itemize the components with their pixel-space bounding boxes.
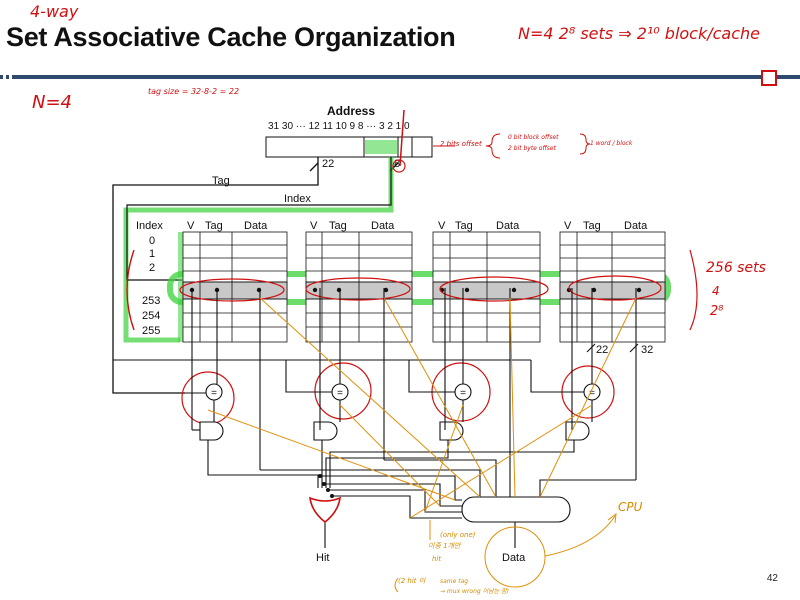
annotation-korean-5: → mux wrong 이남는 함) bbox=[440, 588, 509, 595]
annotation-4way: 4-way bbox=[30, 2, 79, 21]
way-2-table bbox=[305, 231, 413, 343]
svg-text:=: = bbox=[460, 388, 466, 399]
way3-col-tag: Tag bbox=[455, 220, 473, 232]
annotation-2-8: 2⁸ bbox=[710, 304, 724, 319]
way-3-table bbox=[432, 231, 541, 343]
index-width-label: 8 bbox=[394, 158, 401, 170]
page-number: 42 bbox=[766, 573, 778, 584]
annotation-256-sets: 256 sets bbox=[706, 260, 766, 276]
index-row-0: 0 bbox=[149, 235, 156, 247]
annotation-tag-size: tag size = 32-8-2 = 22 bbox=[148, 87, 240, 96]
way3-col-data: Data bbox=[496, 220, 520, 232]
tag-width-22: 22 bbox=[596, 344, 609, 356]
index-row-254: 254 bbox=[142, 310, 161, 322]
index-row-1: 1 bbox=[149, 248, 156, 260]
annotation-4: 4 bbox=[712, 284, 720, 298]
annotation-offset-detail-1: 0 bit block offset bbox=[508, 134, 559, 141]
address-bits: 31 30 ··· 12 11 10 9 8 ··· 3 2 1 0 bbox=[268, 121, 410, 132]
tag-field-label: tag bbox=[311, 142, 325, 151]
annotation-korean-2: hit bbox=[432, 555, 442, 563]
annotation-offset-detail-2: 2 bit byte offset bbox=[508, 145, 556, 152]
way1-col-tag: Tag bbox=[205, 220, 223, 232]
way-1-selected-row bbox=[182, 281, 288, 300]
way-4-selected-row bbox=[559, 281, 666, 300]
annotation-offset: 2 bits offset bbox=[440, 140, 482, 148]
tag-line-label: Tag bbox=[212, 175, 230, 187]
way1-col-v: V bbox=[187, 220, 195, 232]
index-row-253: 253 bbox=[142, 295, 161, 307]
way1-col-data: Data bbox=[244, 220, 268, 232]
way-3-selected-row bbox=[432, 281, 541, 300]
annotation-korean-4: same tag bbox=[440, 578, 469, 585]
way2-col-v: V bbox=[310, 220, 318, 232]
way3-col-v: V bbox=[438, 220, 446, 232]
title-divider bbox=[0, 75, 800, 79]
annotation-only-one: (only one) bbox=[440, 531, 476, 539]
mux-label: 4-to-1 multiplexor bbox=[465, 503, 558, 517]
annotation-offset-detail-3: 1 word / block bbox=[590, 140, 633, 147]
annotation-cpu: CPU bbox=[618, 500, 643, 514]
close-icon[interactable] bbox=[761, 70, 777, 86]
way-2-selected-row bbox=[305, 281, 413, 300]
svg-text:=: = bbox=[211, 388, 217, 399]
set-index-field-label: set index bbox=[368, 142, 401, 150]
index-row-2: 2 bbox=[149, 262, 156, 274]
hit-label: Hit bbox=[316, 552, 330, 564]
index-line-label: Index bbox=[284, 193, 311, 205]
index-row-255: 255 bbox=[142, 325, 161, 337]
tag-width-label: 22 bbox=[322, 158, 335, 170]
slide-title: Set Associative Cache Organization bbox=[6, 22, 456, 52]
way-4-table bbox=[559, 231, 666, 343]
way4-col-v: V bbox=[564, 220, 572, 232]
index-col-header: Index bbox=[136, 220, 163, 232]
address-title: Address bbox=[327, 104, 376, 118]
annotation-korean-3: (2 hit 이 bbox=[398, 577, 426, 585]
data-output-label: Data bbox=[502, 552, 526, 564]
svg-text:=: = bbox=[337, 388, 343, 399]
annotation-n4: N=4 bbox=[32, 92, 72, 113]
annotation-sets-per-cache: N=4 2⁸ sets ⇒ 2¹⁰ block/cache bbox=[518, 24, 761, 43]
way2-col-tag: Tag bbox=[329, 220, 347, 232]
way-1-table bbox=[182, 231, 288, 343]
way2-col-data: Data bbox=[371, 220, 395, 232]
annotation-korean-1: 이중 1개만 bbox=[428, 542, 461, 550]
svg-text:=: = bbox=[589, 388, 595, 399]
way4-col-tag: Tag bbox=[583, 220, 601, 232]
data-width-32: 32 bbox=[641, 344, 654, 356]
address-register bbox=[265, 136, 433, 158]
way4-col-data: Data bbox=[624, 220, 648, 232]
